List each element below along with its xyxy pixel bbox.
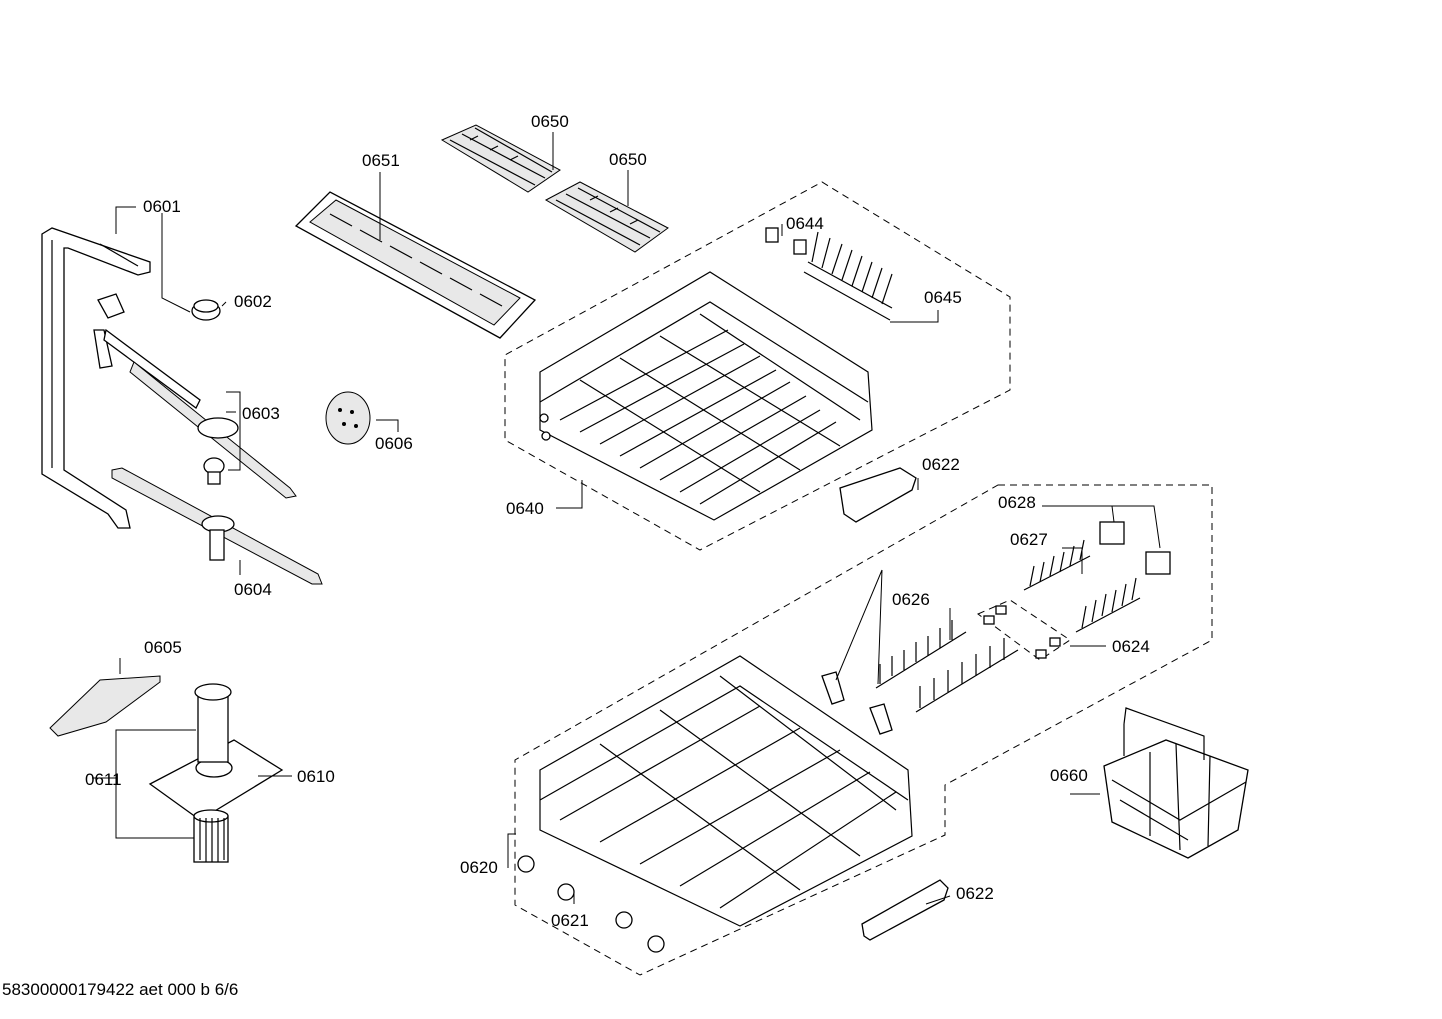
handle-0622-lower-part: [861, 879, 949, 941]
clips-0644-part: [765, 227, 807, 255]
callout-0611: 0611: [85, 770, 122, 789]
callout-0622-lower: 0622: [956, 884, 994, 903]
callout-0650-second: 0650: [609, 150, 647, 169]
fine-filter-0611-part: [193, 809, 229, 863]
wheels-0621-part: [517, 855, 665, 953]
callout-0651: 0651: [362, 151, 400, 170]
filter-disc-0606-part: [325, 391, 371, 445]
upper-basket-0640-part: [539, 271, 873, 521]
tine-row-0627-part: [1023, 539, 1141, 633]
callout-0660: 0660: [1050, 766, 1088, 785]
callout-0644: 0644: [786, 214, 824, 233]
callout-0606: 0606: [375, 434, 413, 453]
spray-arm-0604-part: [111, 467, 323, 585]
callout-0624: 0624: [1112, 637, 1150, 656]
lower-rack-group-outline: [514, 484, 1213, 976]
callout-0650-top: 0650: [531, 112, 569, 131]
cutlery-tray-lower-part: [544, 181, 669, 253]
callout-0628: 0628: [998, 493, 1036, 512]
spray-arm-0603-part: [93, 293, 297, 499]
leader-lines: [92, 132, 1161, 905]
callout-0603: 0603: [242, 404, 280, 423]
clips-0624-part: [977, 599, 1071, 661]
cover-0605-part: [49, 675, 161, 737]
callout-0604: 0604: [234, 580, 272, 599]
supply-pipe-0601-part: [41, 227, 151, 529]
callout-0640: 0640: [506, 499, 544, 518]
filter-plate-0610-part: [148, 683, 284, 821]
cutlery-basket-0660-part: [1103, 707, 1249, 859]
callout-0620: 0620: [460, 858, 498, 877]
callout-0645: 0645: [924, 288, 962, 307]
callout-0601: 0601: [143, 197, 181, 216]
handle-0622-upper-part: [839, 467, 917, 523]
callout-0626: 0626: [892, 590, 930, 609]
callout-0610: 0610: [297, 767, 335, 786]
callout-0622-upper: 0622: [922, 455, 960, 474]
callout-0602: 0602: [234, 292, 272, 311]
upper-rack-group-outline: [504, 181, 1011, 551]
tine-row-0626-part: [821, 620, 1019, 735]
nut-0602-part: [191, 299, 221, 321]
callout-0621: 0621: [551, 911, 589, 930]
callout-0627: 0627: [1010, 530, 1048, 549]
document-footer-code: 58300000179422 aet 000 b 6/6: [2, 980, 239, 999]
callout-0605: 0605: [144, 638, 182, 657]
lower-basket-0620-part: [539, 655, 913, 927]
cutlery-tray-0651-part: [294, 191, 537, 339]
rack-insert-0645-part: [803, 231, 893, 321]
clips-0628-part: [1099, 521, 1171, 575]
cutlery-tray-upper-part: [440, 124, 561, 193]
